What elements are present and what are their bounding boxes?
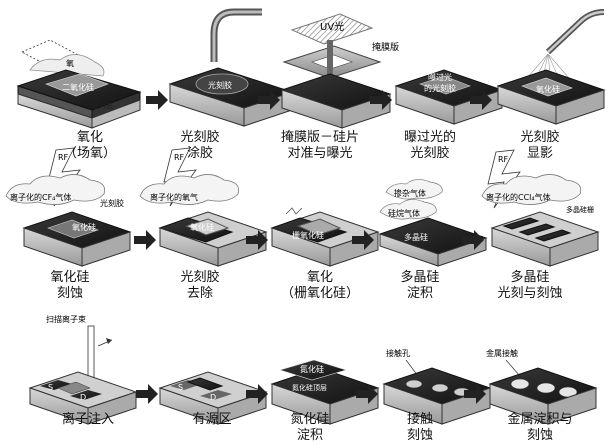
label-drain-1: D: [80, 393, 86, 402]
label-resist-2: 光刻胶: [100, 198, 124, 208]
arrow-2-1: [134, 230, 156, 250]
step-poly-deposition: 掺杂气体 硅烷气体 多晶硅: [378, 179, 488, 267]
label-metal-contact: 金属接触: [486, 348, 518, 358]
caption-step-2: 光刻胶涂胶: [180, 130, 220, 161]
caption-step-10: 多晶硅光刻与刻蚀: [497, 270, 563, 301]
label-photoresist: 光刻胶: [208, 80, 232, 90]
step-contact-etch: 接触孔: [382, 348, 492, 425]
arrow-2-3: [352, 230, 374, 250]
label-source-1: S: [48, 383, 53, 392]
caption-step-4: 曝过光的光刻胶: [403, 130, 457, 161]
label-mask: 掩膜版: [372, 41, 399, 53]
caption-step-12: 有源区: [192, 412, 232, 427]
arrow-3-1: [136, 384, 158, 404]
label-drain-2: D: [210, 393, 216, 402]
label-silane-gas: 硅烷气体: [388, 208, 420, 218]
arrow-2-2: [246, 230, 268, 250]
label-oxide-strip: 氧化硅: [190, 222, 214, 232]
caption-step-15: 金属淀积与刻蚀: [507, 412, 573, 443]
step-poly-etch: RF 离子化的CCl₄气体 多晶硅栅: [481, 149, 600, 267]
step-develop: 氧化硅: [496, 9, 606, 125]
caption-step-13: 氮化硅淀积: [290, 412, 330, 443]
caption-step-7: 光刻胶去除: [180, 270, 220, 301]
caption-step-5: 光刻胶显影: [520, 130, 560, 161]
step-active-region: S D: [158, 371, 268, 425]
step-metal-deposition: 金属接触: [486, 348, 598, 425]
caption-step-3: 掩膜版－硅片对准与曝光: [280, 130, 360, 161]
caption-step-11: 离子注入: [61, 412, 115, 427]
label-contact-hole: 接触孔: [386, 348, 410, 358]
label-poly-gate: 多晶硅栅: [566, 205, 594, 214]
caption-step-1: 氧化（场氧）: [63, 130, 117, 161]
label-nitride-top: 氮化硅顶层: [292, 383, 327, 392]
arrow-3-3: [356, 384, 378, 404]
label-polysilicon: 多晶硅: [404, 232, 428, 242]
caption-step-9: 多晶硅淀积: [400, 270, 440, 301]
step-photoresist-coat: 光刻胶: [168, 8, 294, 127]
arrow-1-1: [146, 90, 168, 110]
label-cf4: 离子化的CF₄气体: [10, 192, 71, 202]
label-oxide-dev: 氧化硅: [536, 84, 560, 94]
label-oxygen: 氧: [66, 58, 74, 68]
label-rf-1: RF: [58, 153, 69, 162]
label-gate-oxide: 栅氧化硅: [292, 230, 324, 240]
label-ion-beam: 扫描离子束: [46, 314, 86, 324]
label-dopant-gas: 掺杂气体: [394, 188, 426, 198]
label-exposed-2: 的光刻胶: [424, 83, 456, 93]
arrow-3-4: [464, 384, 486, 404]
label-ccl4: 离子化的CCl₄气体: [486, 192, 551, 202]
step-resist-strip: RF 离子化的氧气 氧化硅: [139, 147, 268, 267]
label-oxide-etch: 氧化硅: [72, 222, 96, 232]
caption-step-8: 氧化（栅氧化硅）: [280, 270, 360, 301]
step-oxide-etch: RF 离子化的CF₄气体 光刻胶 氧化硅: [5, 147, 132, 267]
label-uv-light: UV光: [320, 20, 344, 33]
label-nitride: 氮化硅: [300, 364, 324, 374]
label-rf-3: RF: [498, 155, 509, 164]
label-source-2: S: [178, 383, 183, 392]
step-oxidation-field: 氧 二氧化硅 硅衬底: [16, 39, 142, 129]
caption-step-14: 接触刻蚀: [406, 412, 434, 443]
arrow-2-4: [462, 230, 484, 250]
label-sio2: 二氧化硅: [62, 82, 94, 92]
arrow-1-2: [258, 90, 280, 110]
arrow-3-2: [246, 384, 268, 404]
arrow-1-3: [370, 90, 392, 110]
label-substrate: 硅衬底: [92, 101, 113, 110]
label-exposed-1: 曝过光: [428, 72, 452, 82]
label-rf-2: RF: [174, 153, 185, 162]
caption-step-6: 氧化硅刻蚀: [50, 270, 90, 301]
arrow-1-4: [470, 90, 492, 110]
label-o2-plasma: 离子化的氧气: [150, 192, 198, 202]
step-ion-implant: 扫描离子束 S D: [28, 314, 138, 425]
step-mask-exposure: UV光 掩膜版: [280, 13, 399, 129]
